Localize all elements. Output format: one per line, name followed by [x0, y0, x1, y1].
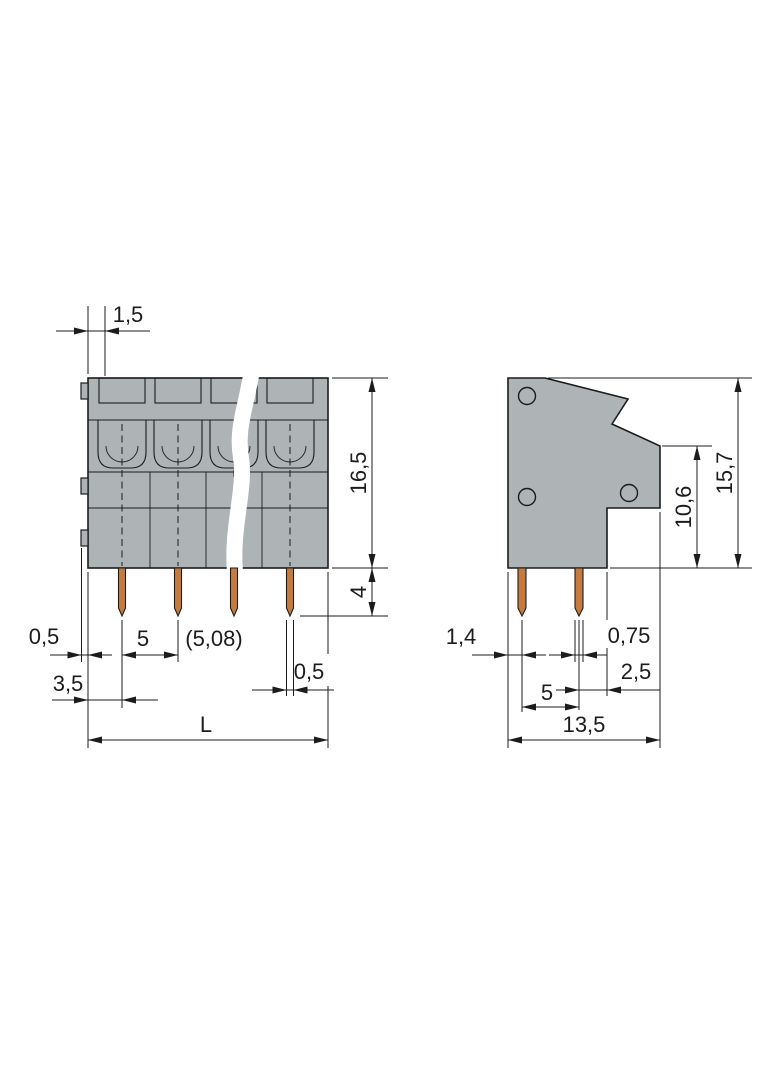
dim-pin-width: 0,75 — [608, 623, 651, 648]
actuation-slots — [98, 377, 314, 404]
dim-first-pin-offset: 3,5 — [53, 671, 84, 696]
latch — [80, 529, 89, 547]
front-dimensions: 1,5 16,5 4 0,5 5 (5,08) 3,5 0,5 L — [29, 302, 388, 748]
dim-pitch: 5 — [137, 626, 149, 651]
profile-hole — [619, 483, 639, 503]
solder-pin — [517, 567, 527, 618]
latch — [80, 477, 89, 495]
solder-pins — [517, 567, 584, 618]
dim-pin-pitch: 5 — [541, 680, 553, 705]
side-view: 15,7 10,6 1,4 0,75 2,5 5 13,5 — [446, 377, 752, 748]
clamp-cavity — [97, 420, 147, 469]
actuation-slot — [210, 377, 258, 404]
latch — [80, 382, 89, 400]
actuation-slot — [154, 377, 202, 404]
dim-pin-length: 4 — [346, 586, 371, 598]
clamp-cavity — [265, 420, 315, 469]
dim-overall-depth: 13,5 — [563, 712, 606, 737]
housing-profile — [507, 377, 661, 569]
actuation-slot — [266, 377, 314, 404]
housing-body — [87, 377, 329, 569]
dim-pitch-alt: (5,08) — [185, 626, 242, 651]
dim-latch-protrusion: 0,5 — [29, 624, 60, 649]
dim-overall-height: 15,7 — [712, 452, 737, 495]
dim-overall-length: L — [200, 712, 212, 737]
dim-housing-height: 16,5 — [346, 452, 371, 495]
dim-pin-width: 0,5 — [294, 659, 325, 684]
profile-hole — [517, 386, 537, 406]
solder-pin — [117, 567, 127, 618]
side-dimensions: 15,7 10,6 1,4 0,75 2,5 5 13,5 — [446, 377, 752, 748]
mounting-latches — [80, 382, 89, 547]
dim-rear-height: 10,6 — [671, 486, 696, 529]
solder-pin — [173, 567, 183, 618]
profile-hole — [517, 487, 537, 507]
solder-pin — [229, 567, 239, 618]
front-view: 1,5 16,5 4 0,5 5 (5,08) 3,5 0,5 L — [29, 302, 388, 748]
break-line — [226, 368, 260, 573]
dim-rear-offset: 2,5 — [621, 659, 652, 684]
dim-slot-offset: 1,5 — [113, 302, 144, 327]
solder-pins — [117, 567, 295, 618]
actuation-slot — [98, 377, 146, 404]
dim-front-offset: 1,4 — [446, 624, 477, 649]
solder-pin — [285, 567, 295, 618]
profile-holes — [517, 386, 639, 507]
clamp-cavity — [153, 420, 203, 469]
solder-pin — [574, 567, 584, 618]
pole-separators — [149, 472, 263, 568]
